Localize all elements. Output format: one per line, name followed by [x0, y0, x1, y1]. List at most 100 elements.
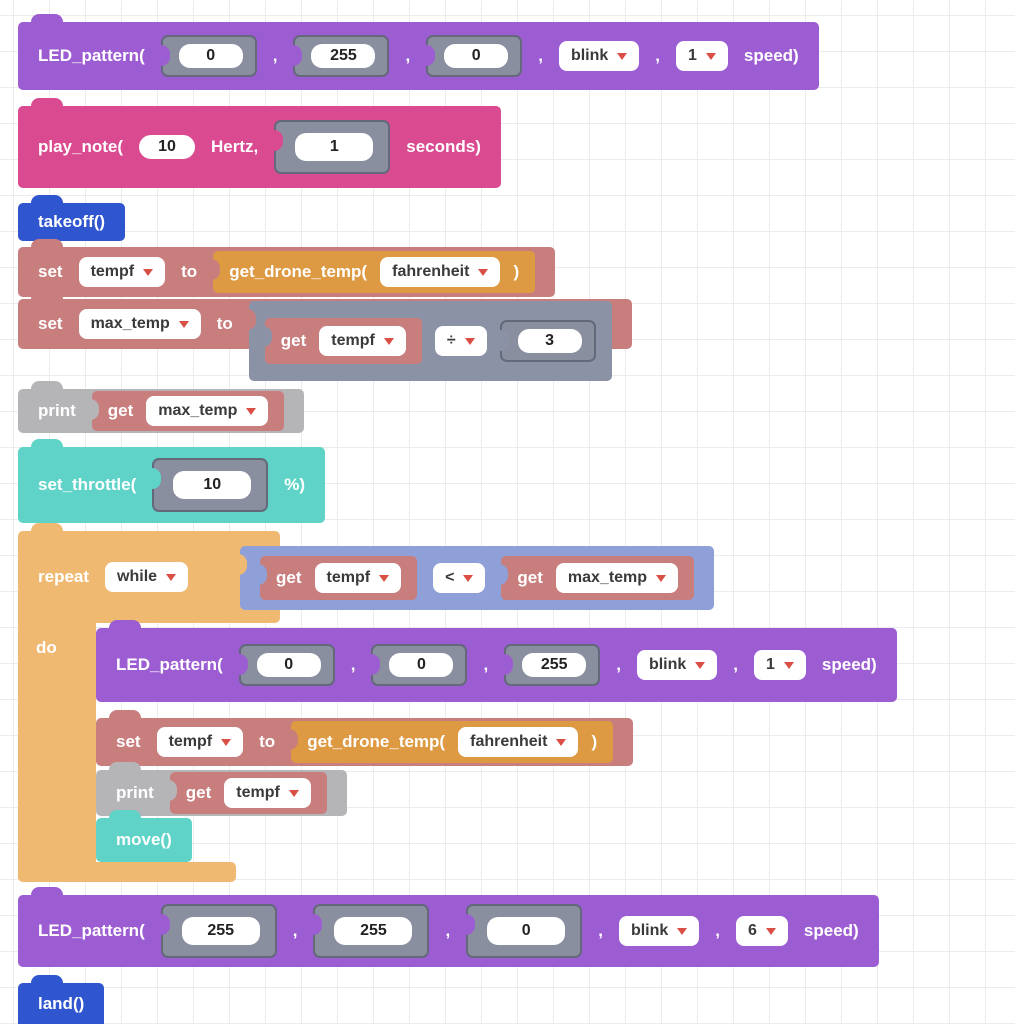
variable-dropdown[interactable]: max_temp [146, 396, 269, 426]
speed-dropdown[interactable]: 6 [736, 916, 788, 946]
repeat-label: repeat [38, 567, 90, 586]
led-pattern-block[interactable]: LED_pattern( 255 , 255 , 0 , blink , 6 s… [18, 887, 879, 967]
comma: , [483, 655, 489, 674]
divisor-field[interactable]: 3 [517, 329, 582, 353]
speed-label: speed) [743, 46, 799, 65]
set-variable-block[interactable]: set tempf to get_drone_temp( fahrenheit … [18, 239, 556, 297]
variable-dropdown[interactable]: tempf [78, 257, 166, 287]
red-number-shadow[interactable]: 255 [159, 904, 277, 958]
caret-down-icon [221, 738, 232, 746]
red-value-field[interactable]: 0 [256, 653, 321, 677]
blue-number-shadow[interactable]: 0 [425, 35, 523, 77]
land-block[interactable]: land() [18, 975, 105, 1024]
throttle-field[interactable]: 10 [173, 471, 252, 499]
red-number-shadow[interactable]: 0 [237, 644, 335, 686]
caret-down-icon [677, 927, 688, 935]
comma: , [733, 655, 739, 674]
pattern-dropdown[interactable]: blink [558, 41, 640, 71]
block-label: LED_pattern( [38, 46, 145, 65]
hertz-label: Hertz, [211, 137, 259, 156]
green-number-shadow[interactable]: 0 [370, 644, 468, 686]
duration-field[interactable]: 1 [295, 133, 374, 161]
get-drone-temp-block[interactable]: get_drone_temp( fahrenheit ) [210, 251, 536, 293]
led-pattern-block[interactable]: LED_pattern( 0 , 0 , 255 , blink , 1 spe… [96, 620, 897, 702]
comparison-block[interactable]: get tempf < get max_temp [236, 546, 715, 610]
unit-dropdown[interactable]: fahrenheit [380, 257, 501, 287]
operator-dropdown[interactable]: ÷ [434, 326, 487, 356]
caret-down-icon [656, 574, 667, 582]
led-pattern-block[interactable]: LED_pattern( 0 , 255 , 0 , blink , 1 spe… [18, 14, 819, 90]
caret-down-icon [178, 320, 189, 328]
get-drone-temp-block[interactable]: get_drone_temp( fahrenheit ) [288, 721, 614, 763]
arithmetic-block[interactable]: get tempf ÷ 3 [245, 301, 612, 381]
caret-down-icon [556, 738, 567, 746]
print-block[interactable]: print get max_temp [18, 381, 305, 433]
takeoff-block[interactable]: takeoff() [18, 195, 126, 241]
speed-dropdown[interactable]: 1 [676, 41, 728, 71]
variable-value: tempf [90, 263, 135, 280]
move-block[interactable]: move() [96, 810, 192, 862]
block-label: land() [38, 993, 85, 1013]
get-variable-block[interactable]: get tempf [261, 318, 422, 364]
comma: , [616, 655, 621, 674]
variable-dropdown[interactable]: max_temp [555, 563, 679, 593]
divisor-number-shadow[interactable]: 3 [498, 320, 596, 362]
get-variable-block[interactable]: get tempf [256, 556, 418, 600]
unit-value: fahrenheit [392, 263, 470, 280]
throttle-number-shadow[interactable]: 10 [151, 458, 269, 512]
variable-dropdown[interactable]: tempf [319, 326, 406, 356]
duration-number-shadow[interactable]: 1 [273, 120, 391, 174]
frequency-field[interactable]: 10 [139, 135, 196, 159]
do-label: do [36, 638, 57, 657]
blue-value-field[interactable]: 0 [444, 44, 509, 68]
unit-dropdown[interactable]: fahrenheit [458, 727, 579, 757]
pattern-dropdown[interactable]: blink [618, 916, 700, 946]
block-label: play_note( [38, 137, 124, 156]
get-variable-block[interactable]: get tempf [166, 772, 327, 814]
mode-value: while [117, 568, 158, 585]
close-paren-label: ) [513, 262, 520, 281]
block-label: takeoff() [38, 212, 106, 231]
blue-number-shadow[interactable]: 255 [503, 644, 601, 686]
set-variable-block[interactable]: set max_temp to get tempf ÷ 3 [18, 291, 632, 381]
repeat-block-footer[interactable] [18, 862, 236, 882]
speed-label: speed) [821, 655, 877, 674]
red-value-field[interactable]: 255 [181, 917, 260, 945]
blue-value-field[interactable]: 255 [522, 653, 587, 677]
comma: , [598, 921, 603, 940]
get-label: get [517, 568, 543, 587]
comma: , [538, 46, 543, 65]
green-value-field[interactable]: 255 [311, 44, 376, 68]
print-block[interactable]: print get tempf [96, 762, 347, 816]
green-number-shadow[interactable]: 255 [312, 904, 430, 958]
variable-dropdown[interactable]: tempf [156, 727, 244, 757]
speed-dropdown[interactable]: 1 [754, 650, 806, 680]
percent-label: %) [284, 475, 306, 494]
comma: , [272, 46, 278, 65]
play-note-block[interactable]: play_note( 10 Hertz, 1 seconds) [18, 98, 501, 188]
set-label: set [38, 314, 63, 333]
blue-number-shadow[interactable]: 0 [465, 904, 583, 958]
red-number-shadow[interactable]: 0 [159, 35, 257, 77]
repeat-block-header[interactable]: repeat while [18, 523, 280, 623]
set-label: set [38, 262, 63, 281]
variable-dropdown[interactable]: tempf [224, 778, 311, 808]
comparison-operator-dropdown[interactable]: < [433, 563, 486, 593]
pattern-dropdown[interactable]: blink [636, 650, 718, 680]
variable-dropdown[interactable]: tempf [314, 563, 402, 593]
get-variable-block[interactable]: get max_temp [498, 556, 695, 600]
green-number-shadow[interactable]: 255 [292, 35, 390, 77]
set-variable-block[interactable]: set tempf to get_drone_temp( fahrenheit … [96, 710, 634, 766]
caret-down-icon [463, 574, 474, 582]
blue-value-field[interactable]: 0 [487, 917, 566, 945]
green-value-field[interactable]: 255 [334, 917, 413, 945]
repeat-mode-dropdown[interactable]: while [105, 562, 189, 592]
green-value-field[interactable]: 0 [389, 653, 454, 677]
pattern-value: blink [630, 922, 669, 939]
set-throttle-block[interactable]: set_throttle( 10 %) [18, 439, 326, 523]
variable-dropdown[interactable]: max_temp [78, 309, 201, 339]
red-value-field[interactable]: 0 [178, 44, 243, 68]
to-label: to [259, 732, 276, 751]
get-variable-block[interactable]: get max_temp [88, 391, 285, 431]
